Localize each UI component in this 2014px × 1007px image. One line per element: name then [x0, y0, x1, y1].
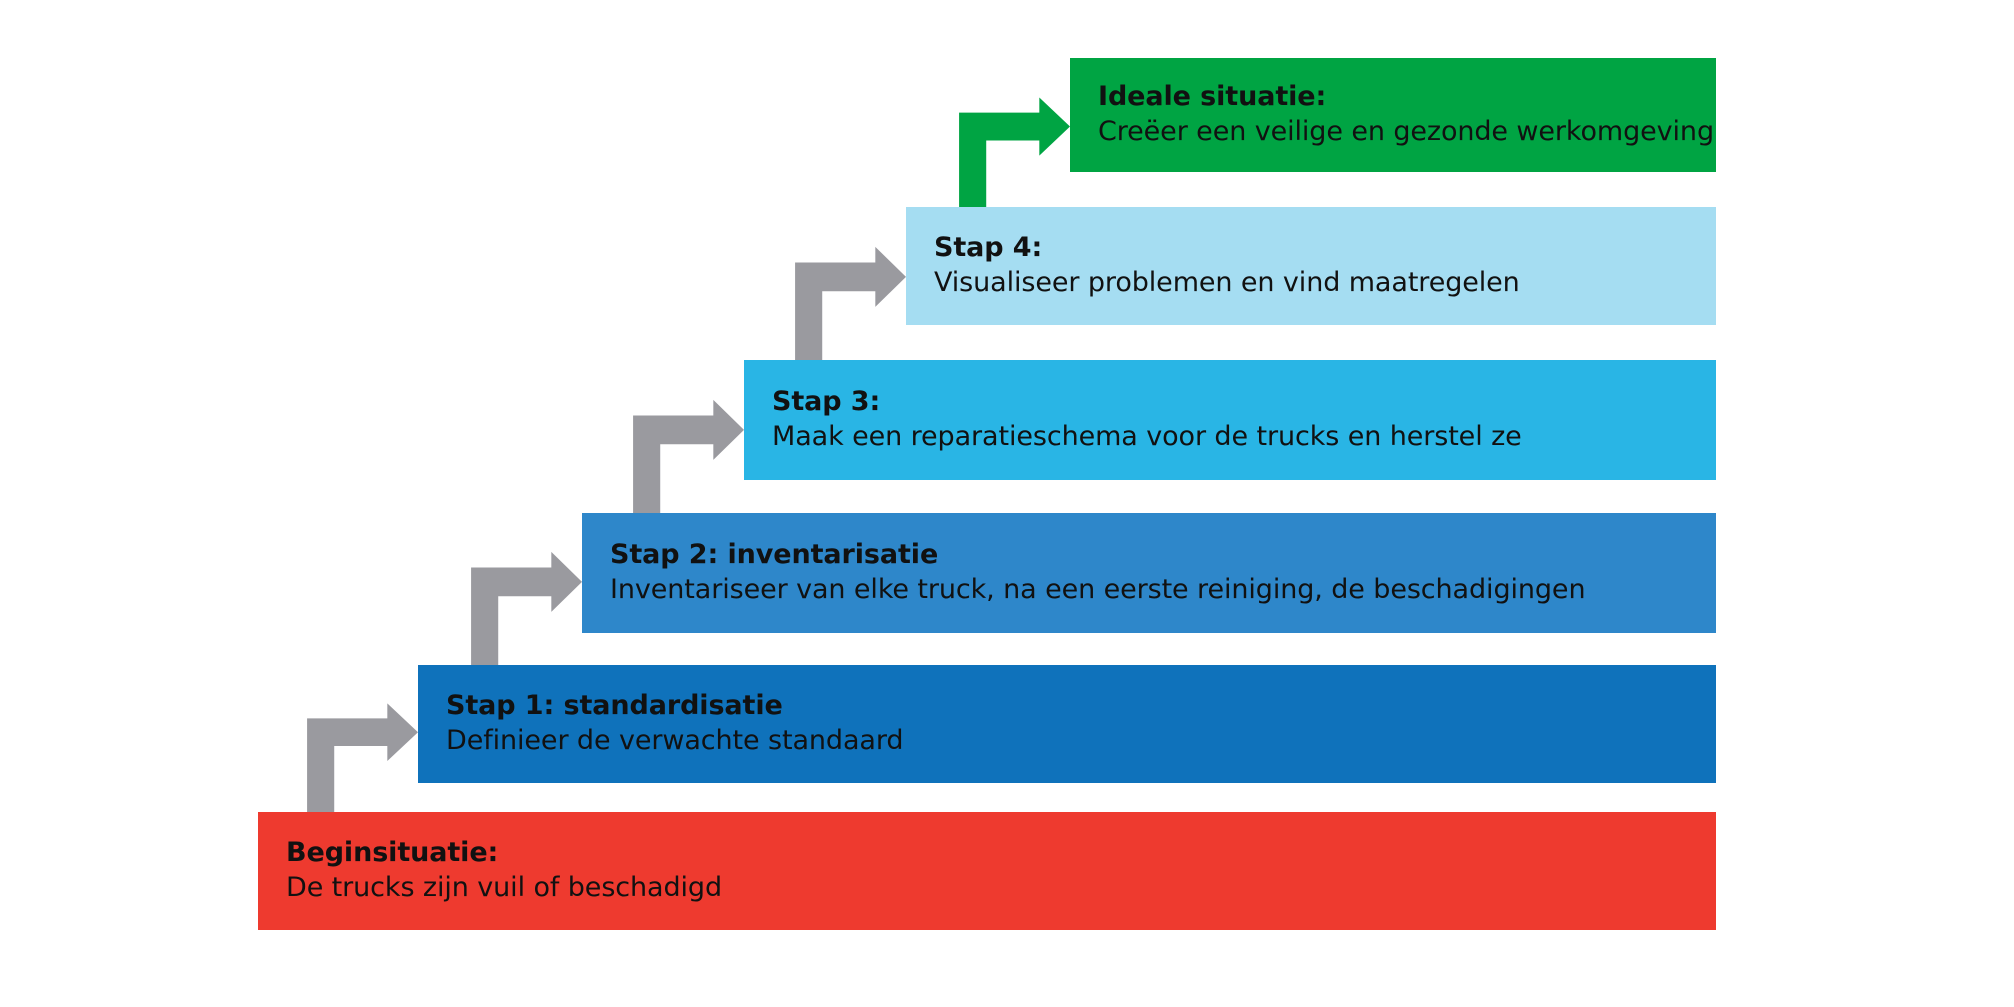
arrow-glyph-icon: [307, 703, 418, 812]
step-title-beginsituatie: Beginsituatie:: [286, 837, 499, 869]
step-description-ideale-situatie: Creëer een veilige en gezonde werkomgevi…: [1098, 116, 1714, 147]
arrow-glyph-icon: [633, 399, 744, 513]
arrow-glyph-icon: [471, 551, 582, 665]
step-bar-stap-4: Stap 4:Visualiseer problemen en vind maa…: [906, 207, 1716, 325]
step-description-stap-1: Definieer de verwachte standaard: [446, 725, 904, 756]
step-title-stap-3: Stap 3:: [772, 386, 881, 418]
step-bar-ideale-situatie: Ideale situatie:Creëer een veilige en ge…: [1070, 58, 1716, 172]
step-bar-stap-3: Stap 3:Maak een reparatieschema voor de …: [744, 360, 1716, 480]
step-title-stap-4: Stap 4:: [934, 232, 1043, 264]
step-description-stap-4: Visualiseer problemen en vind maatregele…: [934, 267, 1520, 298]
step-arrow-stap-4: [788, 235, 906, 360]
step-arrow-stap-1: [300, 692, 418, 812]
step-description-beginsituatie: De trucks zijn vuil of beschadigd: [286, 872, 723, 903]
step-arrow-ideale-situatie: [952, 86, 1070, 207]
step-description-stap-2: Inventariseer van elke truck, na een eer…: [610, 574, 1586, 605]
step-arrow-stap-3: [626, 388, 744, 513]
step-title-stap-2: Stap 2: inventarisatie: [610, 539, 939, 571]
step-description-stap-3: Maak een reparatieschema voor de trucks …: [772, 421, 1522, 452]
step-bar-beginsituatie: Beginsituatie:De trucks zijn vuil of bes…: [258, 812, 1716, 930]
step-title-ideale-situatie: Ideale situatie:: [1098, 81, 1327, 113]
step-arrow-stap-2: [464, 540, 582, 665]
arrow-glyph-icon: [959, 97, 1070, 207]
step-title-stap-1: Stap 1: standardisatie: [446, 690, 783, 722]
arrow-glyph-icon: [795, 246, 906, 360]
